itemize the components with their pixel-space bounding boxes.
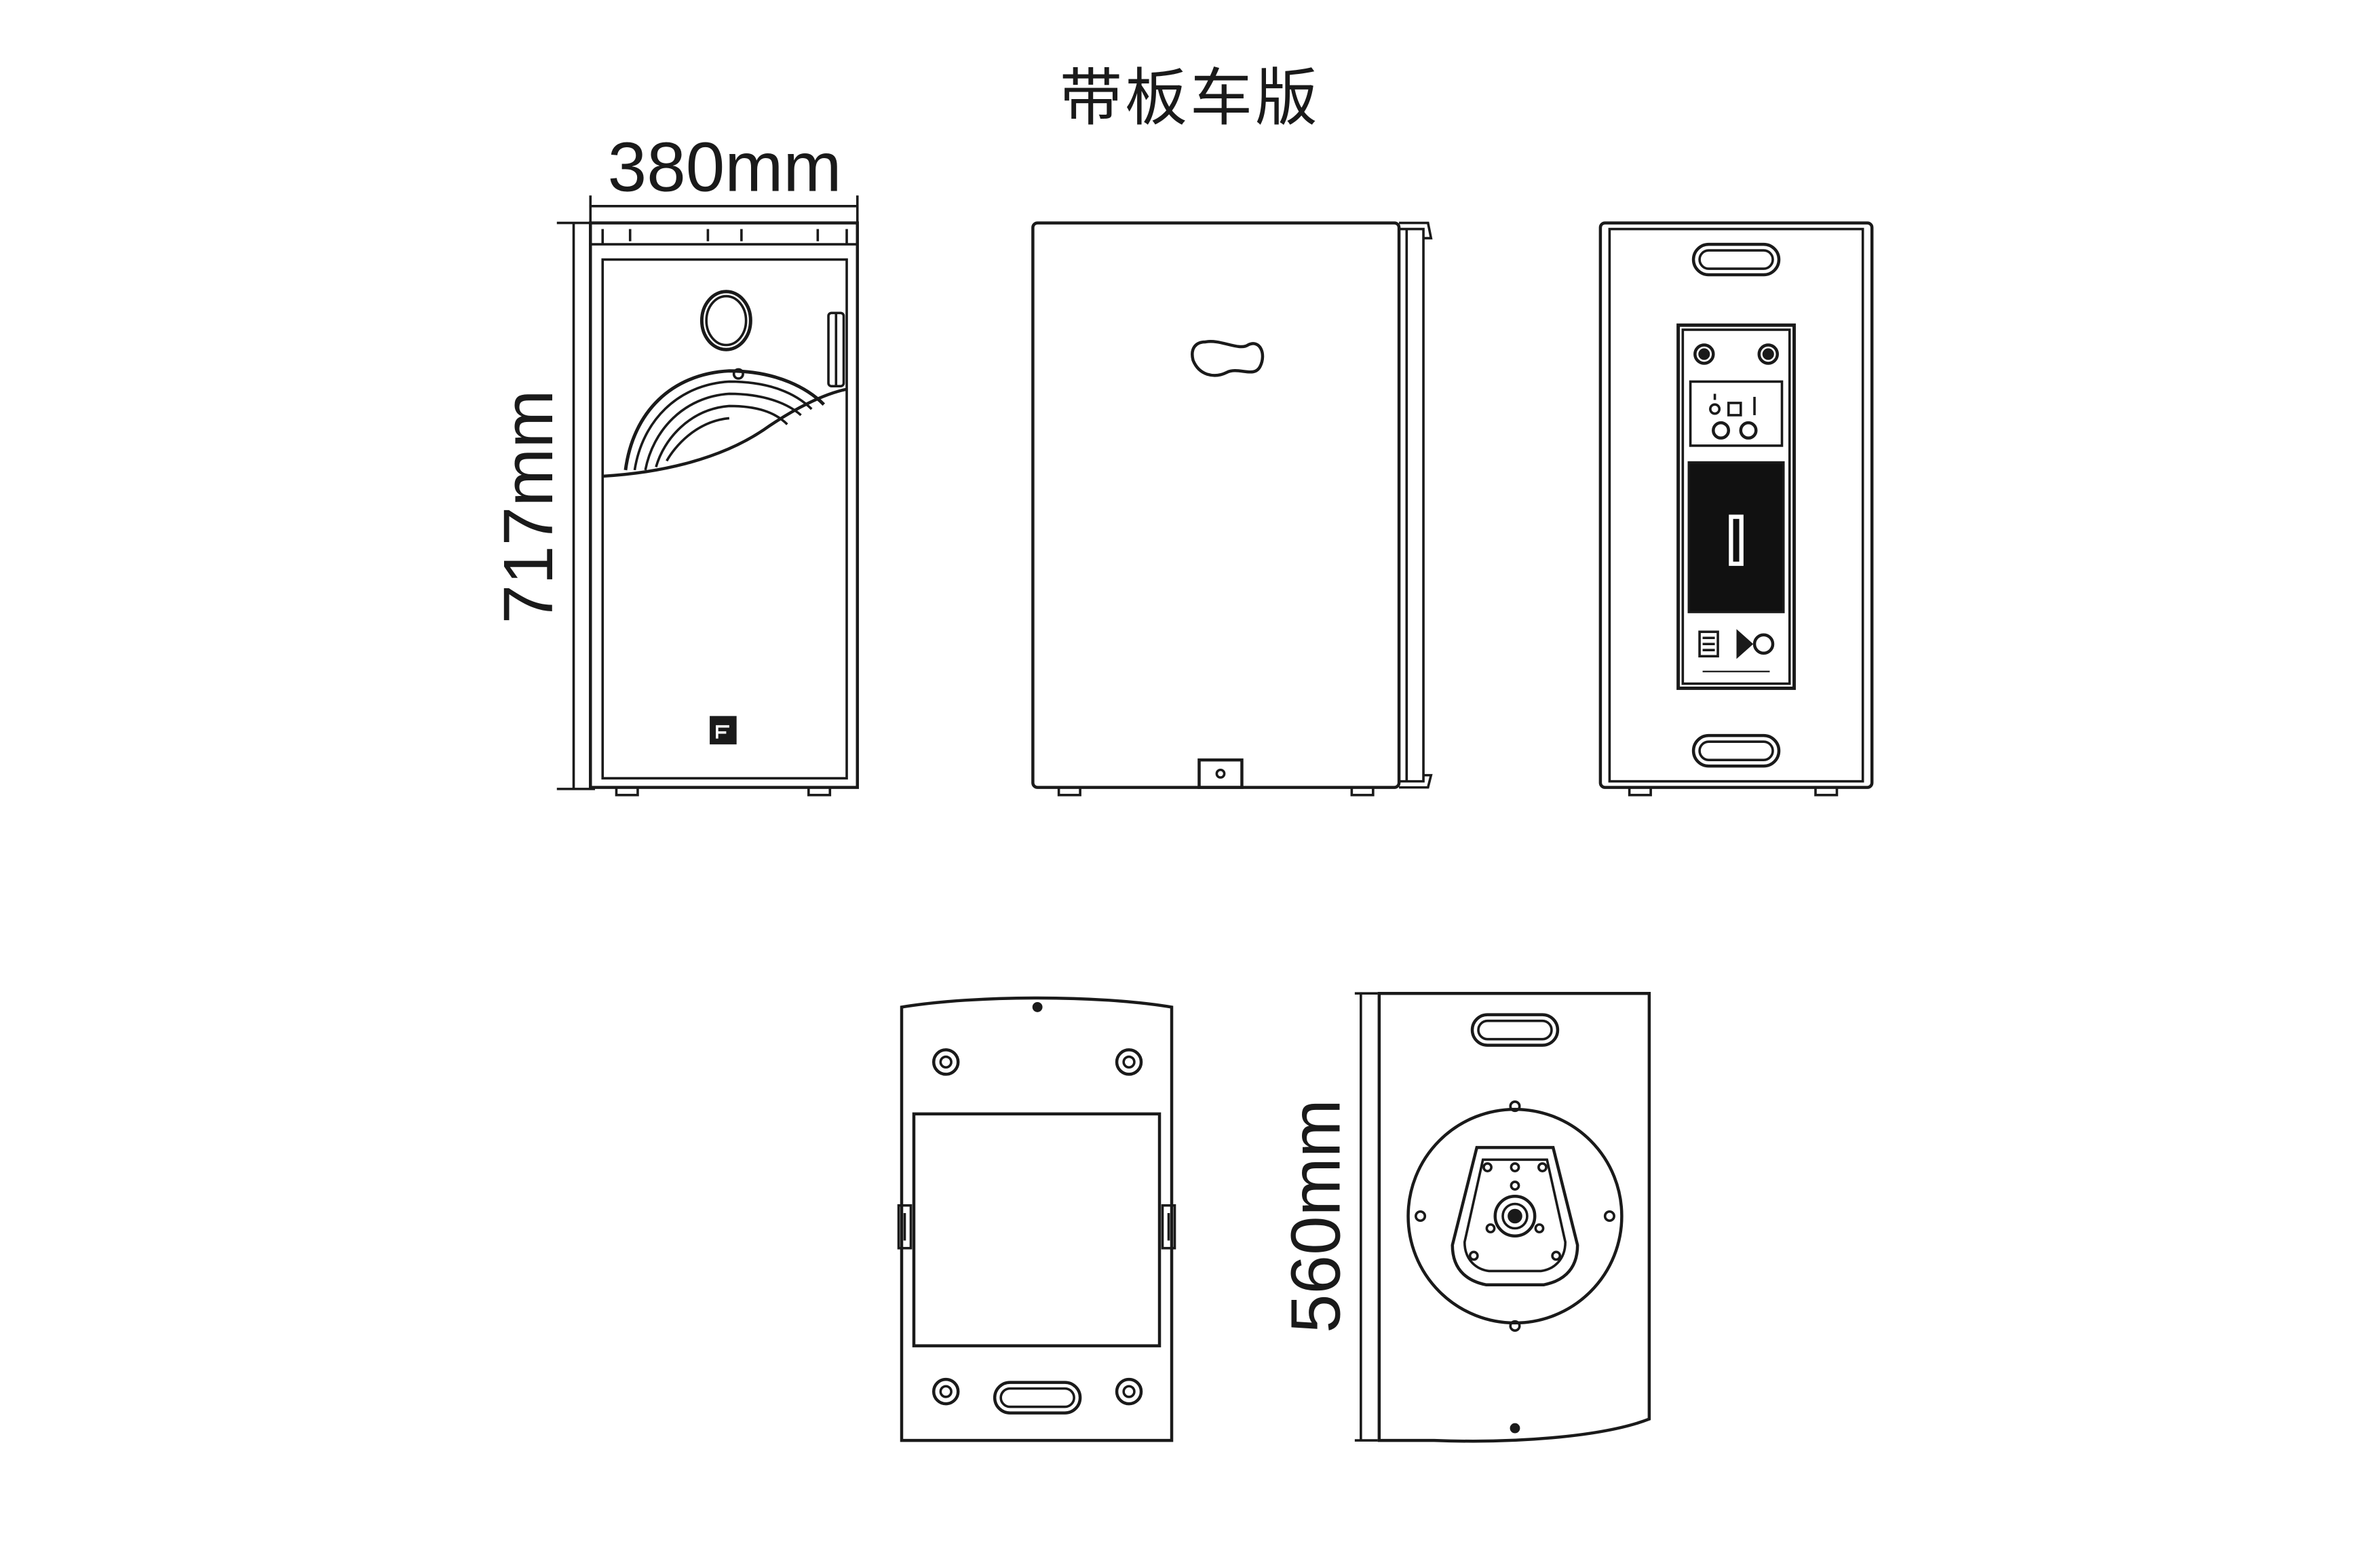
top-view [897, 996, 1176, 1442]
brand-logo [710, 716, 737, 745]
bottom-view: 560mm [1275, 991, 1651, 1443]
page-title: 带板车版 [1059, 62, 1320, 134]
front-view: 380mm 717mm [488, 127, 860, 796]
rear-view [1598, 221, 1874, 796]
width-label: 380mm [608, 127, 842, 206]
amplifier-panel [1676, 323, 1796, 690]
side-view [1031, 221, 1433, 796]
depth-label: 560mm [1275, 1099, 1354, 1333]
height-label: 717mm [488, 389, 567, 623]
width-dimension: 380mm [589, 127, 859, 229]
height-dimension: 717mm [488, 221, 595, 790]
depth-dimension: 560mm [1275, 992, 1378, 1442]
